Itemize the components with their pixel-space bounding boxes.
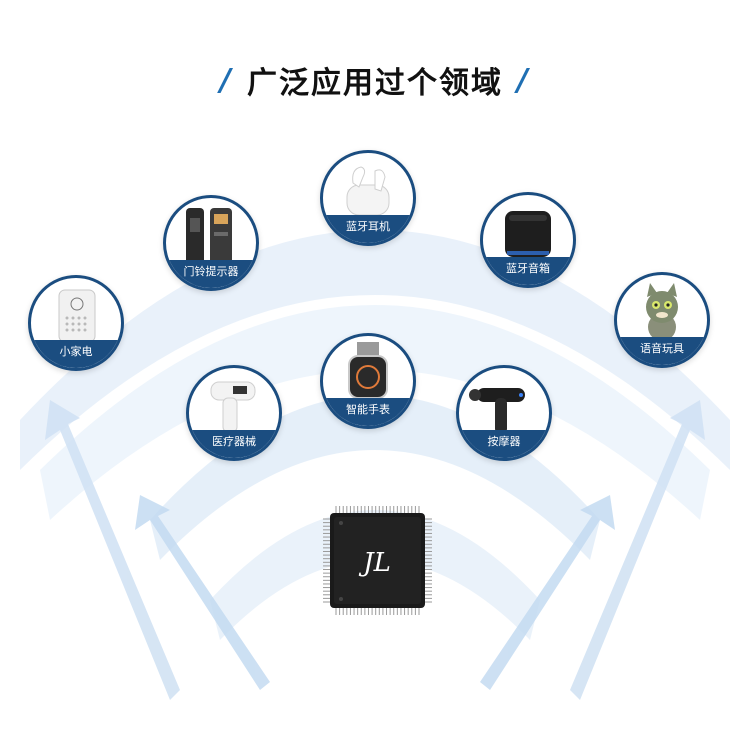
app-node-watch: 智能手表 <box>320 333 416 429</box>
app-node-medical: 医疗器械 <box>186 365 282 461</box>
app-node-earbuds: 蓝牙耳机 <box>320 150 416 246</box>
app-node-toy: 语音玩具 <box>614 272 710 368</box>
app-label: 语音玩具 <box>617 337 707 365</box>
title-slash-left: / <box>220 62 233 98</box>
app-label: 智能手表 <box>323 398 413 426</box>
header: / 广泛应用过个领域 / <box>0 58 750 102</box>
app-node-speaker: 蓝牙音箱 <box>480 192 576 288</box>
title-text: 广泛应用过个领域 <box>247 66 503 101</box>
app-label: 按摩器 <box>459 430 549 458</box>
thermometer-gun-icon <box>210 381 256 433</box>
app-node-home-appliance: 小家电 <box>28 275 124 371</box>
talking-cat-toy-icon <box>646 283 678 341</box>
smart-lock-icon <box>186 208 232 264</box>
app-label: 小家电 <box>31 340 121 368</box>
right-arrows <box>480 400 705 700</box>
app-label: 医疗器械 <box>189 430 279 458</box>
title-slash-right: / <box>517 62 530 98</box>
earbuds-icon <box>346 166 390 216</box>
app-node-doorbell: 门铃提示器 <box>163 195 259 291</box>
speaker-icon <box>505 211 551 257</box>
chip: JL <box>323 506 432 615</box>
app-label: 蓝牙耳机 <box>323 215 413 243</box>
left-arrows <box>45 400 270 700</box>
app-label: 门铃提示器 <box>166 260 256 288</box>
massage-gun-icon <box>469 388 525 434</box>
chip-logo: JL <box>358 548 391 578</box>
app-label: 蓝牙音箱 <box>483 257 573 285</box>
page-title: / 广泛应用过个领域 / <box>220 58 530 102</box>
app-node-massager: 按摩器 <box>456 365 552 461</box>
